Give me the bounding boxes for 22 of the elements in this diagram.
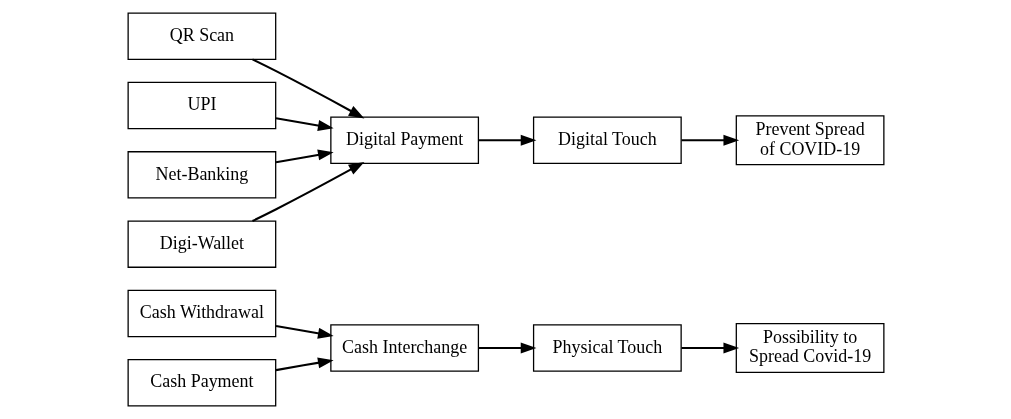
arrow (680, 134, 739, 146)
arrow (275, 325, 334, 339)
node-box: QR Scan (127, 12, 276, 60)
arrow (478, 342, 536, 354)
node-box: Digi-Wallet (127, 220, 276, 268)
arrow (251, 162, 364, 222)
node-box: Prevent Spread of COVID-19 (735, 115, 884, 166)
node-box: UPI (127, 81, 276, 130)
node-box: Physical Touch (532, 324, 682, 372)
node-box: Digital Touch (532, 116, 682, 164)
node-box: Possibility to Spread Covid-19 (735, 323, 884, 374)
arrow (251, 58, 364, 119)
node-box: Cash Payment (127, 359, 276, 407)
node-box: Digital Payment (329, 116, 479, 164)
node-box: Cash Withdrawal (127, 289, 276, 338)
node-box: Cash Interchange (329, 324, 479, 372)
node-box: Net-Banking (127, 151, 276, 199)
arrow (275, 149, 334, 164)
arrow (275, 117, 334, 131)
arrow (478, 134, 536, 146)
arrow (680, 342, 739, 354)
arrow (275, 357, 334, 372)
